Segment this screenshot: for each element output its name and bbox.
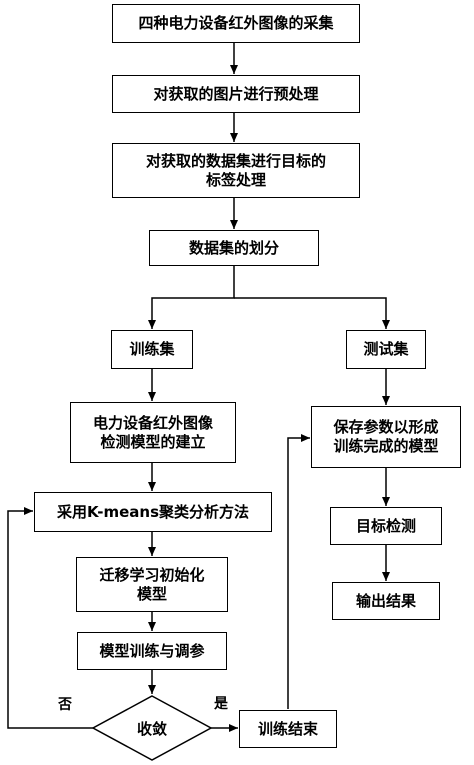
step-split: 数据集的划分 <box>149 230 319 266</box>
step-output: 输出结果 <box>332 582 440 620</box>
arrow-converge-no-loop <box>7 507 93 729</box>
step-output-text: 输出结果 <box>355 591 416 610</box>
step-model-build: 电力设备红外图像 检测模型的建立 <box>70 402 236 463</box>
converge-label: 收敛 <box>136 720 167 738</box>
arrow-split-test <box>234 297 390 329</box>
arrow-split-branches <box>148 266 235 329</box>
step-train-set: 训练集 <box>111 330 193 369</box>
converge-diamond <box>91 695 213 761</box>
step-train-tune: 模型训练与调参 <box>77 632 227 670</box>
step-save-model-line1: 保存参数以形成 <box>333 418 439 436</box>
step-train-end-text: 训练结束 <box>257 719 318 738</box>
step-save-model: 保存参数以形成 训练完成的模型 <box>311 406 461 468</box>
step-transfer-init: 迁移学习初始化 模型 <box>76 557 228 612</box>
step-label: 对获取的数据集进行目标的 标签处理 <box>112 143 360 198</box>
step-preprocess: 对获取的图片进行预处理 <box>112 75 360 113</box>
branch-no-label: 否 <box>58 697 72 713</box>
branch-yes-label: 是 <box>214 696 228 712</box>
step-test-set-text: 测试集 <box>363 340 409 358</box>
step-split-text: 数据集的划分 <box>188 238 279 257</box>
step-preprocess-text: 对获取的图片进行预处理 <box>153 84 319 103</box>
step-collect-text: 四种电力设备红外图像的采集 <box>138 14 334 32</box>
step-transfer-init-line2: 模型 <box>136 584 167 603</box>
step-detect-text: 目标检测 <box>355 516 416 535</box>
step-test-set: 测试集 <box>346 330 426 369</box>
step-label-line1: 对获取的数据集进行目标的 <box>145 151 326 170</box>
step-model-build-line1: 电力设备红外图像 <box>92 413 213 432</box>
step-save-model-line2: 训练完成的模型 <box>333 437 439 455</box>
step-collect: 四种电力设备红外图像的采集 <box>112 4 360 43</box>
step-label-line2: 标签处理 <box>205 170 266 189</box>
step-train-set-text: 训练集 <box>129 340 175 358</box>
step-transfer-init-line1: 迁移学习初始化 <box>99 565 205 584</box>
step-kmeans-text: 采用K-means聚类分析方法 <box>56 502 250 521</box>
step-train-end: 训练结束 <box>239 710 337 748</box>
arrow-trainend-save <box>287 434 310 709</box>
step-train-tune-text: 模型训练与调参 <box>99 641 205 660</box>
step-detect: 目标检测 <box>330 507 442 545</box>
step-model-build-line2: 检测模型的建立 <box>100 432 206 451</box>
step-kmeans: 采用K-means聚类分析方法 <box>34 492 272 532</box>
